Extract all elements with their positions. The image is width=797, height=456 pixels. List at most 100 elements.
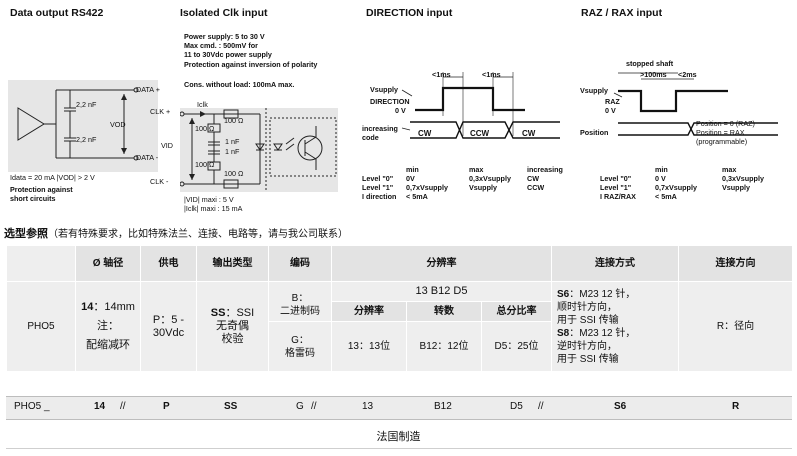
- header-resolution: 分辨率: [330, 245, 553, 282]
- code-binary-cell: B： 二进制码: [268, 281, 332, 322]
- power-line-2: 30Vdc: [152, 326, 185, 339]
- code-direction: R: [732, 401, 740, 412]
- res-sub-header-3: 总分比率: [480, 301, 553, 322]
- raz-vsupply: Vsupply: [580, 86, 608, 95]
- res-sub-header-2: 转数: [406, 301, 482, 322]
- dir-cw1: CW: [418, 129, 432, 138]
- raz-label-1: Level "1": [600, 183, 632, 192]
- raz-zero-v: 0 V: [605, 106, 616, 115]
- shaft-code: 14: [81, 301, 94, 313]
- raz-max-0: 0,3xVsupply: [722, 174, 764, 183]
- code-g-line-1: G：: [291, 334, 309, 346]
- raz-position: Position: [580, 128, 609, 137]
- clk-spec-4: Protection against inversion of polarity: [184, 60, 318, 69]
- s6-line-1: ：M23 12 针，: [569, 288, 636, 300]
- res-sub-header-1: 分辨率: [331, 301, 407, 322]
- r1-label: 100 Ω: [224, 116, 244, 125]
- dir-increasing: increasing: [362, 124, 398, 133]
- selection-note: （若有特殊要求，比如特殊法兰、连接、电路等，请与我公司联系）: [48, 229, 348, 240]
- clk-note-1: |VID| maxi : 5 V: [184, 195, 234, 204]
- shaft-value: ：14mm: [93, 301, 135, 313]
- clk-spec-2: Max cmd. : 500mV for: [184, 41, 258, 50]
- clk-minus-label: CLK -: [150, 177, 169, 186]
- header-connection: 连接方式: [551, 245, 680, 282]
- dir-max-header: max: [469, 165, 484, 174]
- cap1-label: 2,2 nF: [76, 100, 97, 109]
- data-output-note-3: short circuits: [10, 194, 56, 203]
- shaft-note-2: 配缩减环: [86, 339, 130, 351]
- dir-ccw: CCW: [470, 129, 490, 138]
- code-shaft: 14: [94, 401, 106, 412]
- clk-spec-1: Power supply: 5 to 30 V: [184, 32, 265, 41]
- raz-stopped-shaft: stopped shaft: [626, 59, 674, 68]
- raz-min-header: min: [655, 165, 668, 174]
- dir-inc-header: increasing: [527, 165, 563, 174]
- shaft-cell: 14：14mm 注： 配缩减环: [75, 281, 141, 372]
- s8-code: S8: [557, 327, 570, 339]
- code-sep-1: //: [120, 401, 126, 412]
- s8-line-2: 逆时针方向，: [557, 340, 618, 352]
- header-code: 编码: [268, 245, 332, 282]
- raz-raz: RAZ: [605, 97, 620, 106]
- s6-code: S6: [557, 288, 570, 300]
- dir-inc-1: CCW: [527, 183, 545, 192]
- code-gray-cell: G： 格雷码: [268, 321, 332, 372]
- clk-spec-3: 11 to 30Vdc power supply: [184, 50, 272, 59]
- raz-label-0: Level "0": [600, 174, 632, 183]
- output-line-2: 无奇偶: [216, 320, 249, 332]
- dir-max-1: Vsupply: [469, 183, 497, 192]
- header-direction-input: DIRECTION input: [366, 7, 453, 19]
- output-line-1: ：SSI: [225, 307, 255, 319]
- res-value-1: 13：13位: [331, 321, 407, 372]
- raz-label-2: I RAZ/RAX: [600, 192, 636, 201]
- r2-label: 100 Ω: [195, 124, 215, 133]
- data-plus-label: DATA +: [136, 85, 160, 94]
- res-value-2: B12：12位: [406, 321, 482, 372]
- header-raz-input: RAZ / RAX input: [581, 7, 663, 19]
- header-data-output: Data output RS422: [10, 7, 104, 19]
- raz-min-1: 0,7xVsupply: [655, 183, 697, 192]
- header-blank: [6, 245, 76, 282]
- raz-pos1: Position = 0 (RAZ): [696, 119, 755, 128]
- dir-min-header: min: [406, 165, 419, 174]
- dir-label-0: Level "0": [362, 174, 394, 183]
- iclk-label: Iclk: [197, 100, 208, 109]
- dir-cw2: CW: [522, 129, 536, 138]
- code-turns: B12: [434, 401, 452, 412]
- code-connection: S6: [614, 401, 627, 412]
- dir-max-0: 0,3xVsupply: [469, 174, 511, 183]
- power-line-1: P：5 -: [152, 313, 185, 326]
- header-shaft: Ø 轴径: [75, 245, 141, 282]
- code-output: SS: [224, 401, 238, 412]
- code-power: P: [163, 401, 170, 412]
- raz-max-header: max: [722, 165, 737, 174]
- raz-min-0: 0 V: [655, 174, 666, 183]
- code-g-line-2: 格雷码: [285, 347, 315, 359]
- code-b-line-1: B：: [291, 292, 309, 304]
- dir-t2: <1ms: [482, 70, 501, 79]
- selection-title-text: 选型参照: [4, 228, 48, 240]
- data-output-note-2: Protection against: [10, 185, 73, 194]
- selection-title: 选型参照（若有特殊要求，比如特殊法兰、连接、电路等，请与我公司联系）: [4, 225, 348, 241]
- clk-spec-5: Cons. without load: 100mA max.: [184, 80, 295, 89]
- raz-pos2: Position = RAX: [696, 128, 745, 137]
- dir-min-0: 0V: [406, 174, 415, 183]
- data-output-circuit-bg: [8, 80, 158, 172]
- header-power: 供电: [140, 245, 197, 282]
- cap2-label: 2,2 nF: [76, 135, 97, 144]
- code-sep-3: //: [538, 401, 544, 412]
- header-direction: 连接方向: [678, 245, 794, 282]
- raz-t-short: <2ms: [678, 70, 697, 79]
- direction-cell: R：径向: [678, 281, 794, 372]
- vod-label: VOD: [110, 120, 126, 129]
- s6-line-2: 顺时针方向，: [557, 301, 618, 313]
- header-clk-input: Isolated Clk input: [180, 7, 268, 19]
- raz-pos3: (programmable): [696, 137, 748, 146]
- s6-line-3: 用于 SSI 传输: [557, 314, 619, 326]
- dir-label-2: I direction: [362, 192, 397, 201]
- order-code-row: PHO5 _ 14 // P SS G // 13 B12 D5 // S6 R: [6, 396, 792, 420]
- model-cell: PHO5: [6, 281, 76, 372]
- vid-label: VID: [161, 141, 173, 150]
- direction-timing-diagram: [401, 72, 560, 139]
- raz-timing-diagram: [613, 72, 778, 136]
